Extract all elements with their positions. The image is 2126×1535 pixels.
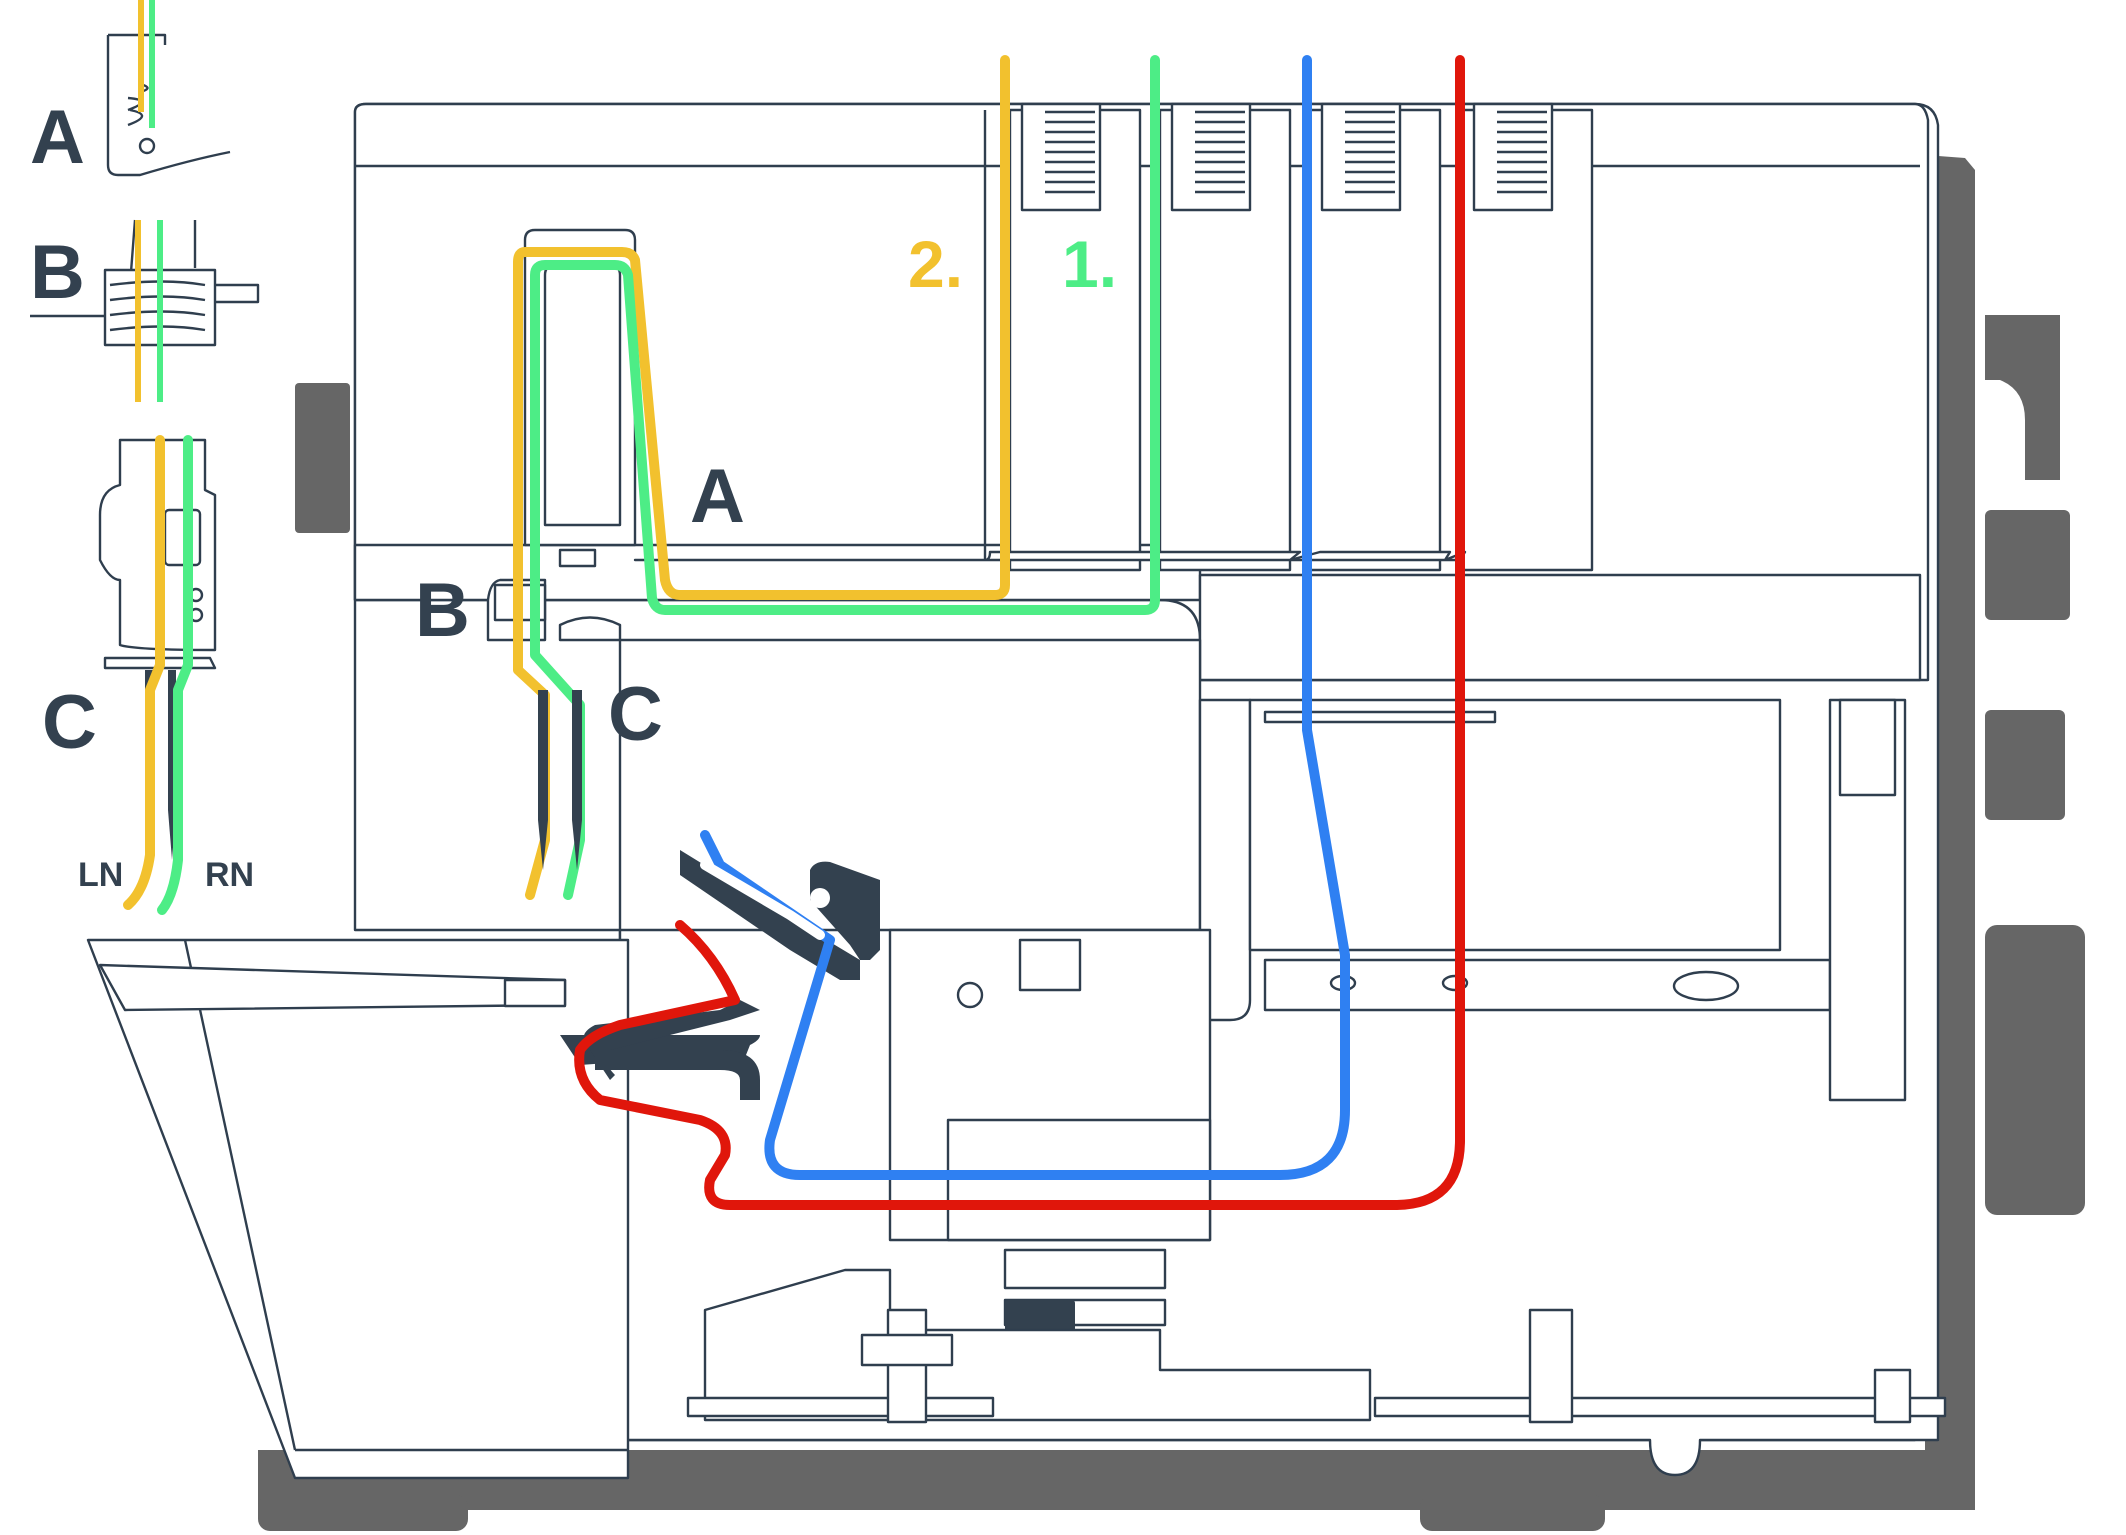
detail-a-label: A [30,95,85,180]
machine-shadow [258,155,2085,1531]
thread-blue [700,55,1350,1180]
front-cover [86,938,630,1480]
detail-b-label: B [30,230,85,315]
step-1-label: 1. [1062,227,1117,301]
detail-c-needle-bar [98,435,217,915]
detail-b-tension-spring [30,219,260,402]
tension-dial-1 [1020,102,1102,212]
tension-dial-4 [1472,102,1554,212]
main-needles [538,690,582,870]
right-needle-label: RN [205,856,254,894]
thread-red [574,55,1465,1210]
lower-looper [560,1000,760,1100]
main-b-label: B [415,568,470,653]
machine-body [353,102,1947,1477]
thread-green [530,55,1160,900]
tension-dial-3 [1320,102,1402,212]
tension-dial-2 [1170,102,1252,212]
thread-yellow [513,55,1010,900]
left-needle-label: LN [78,856,123,894]
main-a-label: A [690,454,745,539]
main-c-label: C [608,672,663,757]
detail-a-thread-guide [106,0,231,177]
step-2-label: 2. [908,227,963,301]
thread-paths [513,55,1465,1210]
detail-c-label: C [42,680,97,765]
